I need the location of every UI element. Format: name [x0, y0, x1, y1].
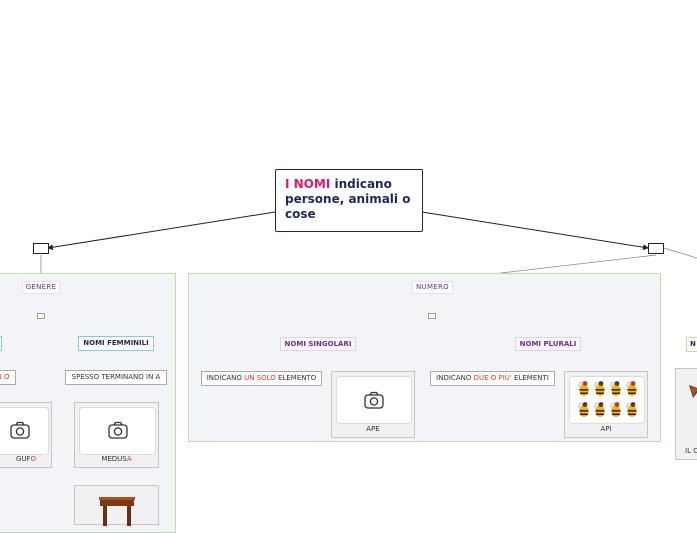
bee-glyph: [593, 381, 605, 396]
api-card[interactable]: API: [564, 371, 648, 438]
singolari-rule[interactable]: INDICANO UN SOLO ELEMENTO: [201, 371, 322, 386]
bee-glyph: [609, 381, 621, 396]
shell-icon: [689, 385, 697, 398]
medusa-image-frame: [79, 407, 156, 455]
nomi-plurali-label[interactable]: NOMI PLURALI: [515, 337, 581, 351]
femminili-rule[interactable]: SPESSO TERMINANO IN A: [65, 370, 167, 385]
ape-image-frame: [336, 376, 412, 424]
plurali-rule[interactable]: INDICANO DUE O PIU' ELEMENTI: [430, 371, 555, 386]
camera-icon: [10, 421, 30, 439]
gufo-image-frame: [0, 407, 49, 455]
table-icon: [99, 497, 135, 526]
bee-glyph: [625, 381, 637, 396]
root-topic[interactable]: I NOMI indicano persone, animali o cose: [275, 169, 423, 232]
ape-card[interactable]: APE: [331, 371, 415, 438]
right-card-partial[interactable]: IL C: [675, 368, 697, 460]
numero-junction: [428, 313, 436, 319]
nomi-singolari-label[interactable]: NOMI SINGOLARI: [280, 337, 356, 351]
camera-icon: [108, 421, 128, 439]
api-image-frame: [569, 376, 645, 424]
genere-junction: [37, 313, 45, 319]
bee-glyph: [577, 402, 589, 417]
root-text: indicano persone, animali o cose: [285, 177, 411, 221]
left-branch-node[interactable]: [33, 243, 49, 254]
genere-label[interactable]: GENERE: [22, 281, 60, 294]
nomi-maschili-partial[interactable]: [0, 336, 2, 351]
nomi-femminili-label[interactable]: NOMI FEMMINILI: [78, 336, 154, 351]
table-card[interactable]: [74, 485, 159, 526]
ape-caption: APE: [366, 425, 380, 433]
right-card-caption: IL C: [685, 447, 697, 455]
numero-label[interactable]: NUMERO: [412, 281, 453, 294]
bee-glyph: [625, 402, 637, 417]
bee-glyph: [609, 402, 621, 417]
bee-icon: [577, 381, 637, 417]
camera-icon: [364, 391, 384, 409]
root-highlight: I NOMI: [285, 177, 331, 191]
api-caption: API: [600, 425, 612, 433]
gufo-card[interactable]: GUFO: [0, 402, 52, 468]
bee-glyph: [593, 402, 605, 417]
right-branch-node[interactable]: [648, 243, 664, 254]
medusa-caption: MEDUSA: [101, 455, 132, 463]
maschili-rule-partial[interactable]: N O: [0, 370, 16, 385]
gufo-caption: GUFO: [15, 455, 37, 463]
bee-glyph: [577, 381, 589, 396]
right-category-partial[interactable]: N: [686, 337, 697, 352]
medusa-card[interactable]: MEDUSA: [74, 402, 159, 468]
